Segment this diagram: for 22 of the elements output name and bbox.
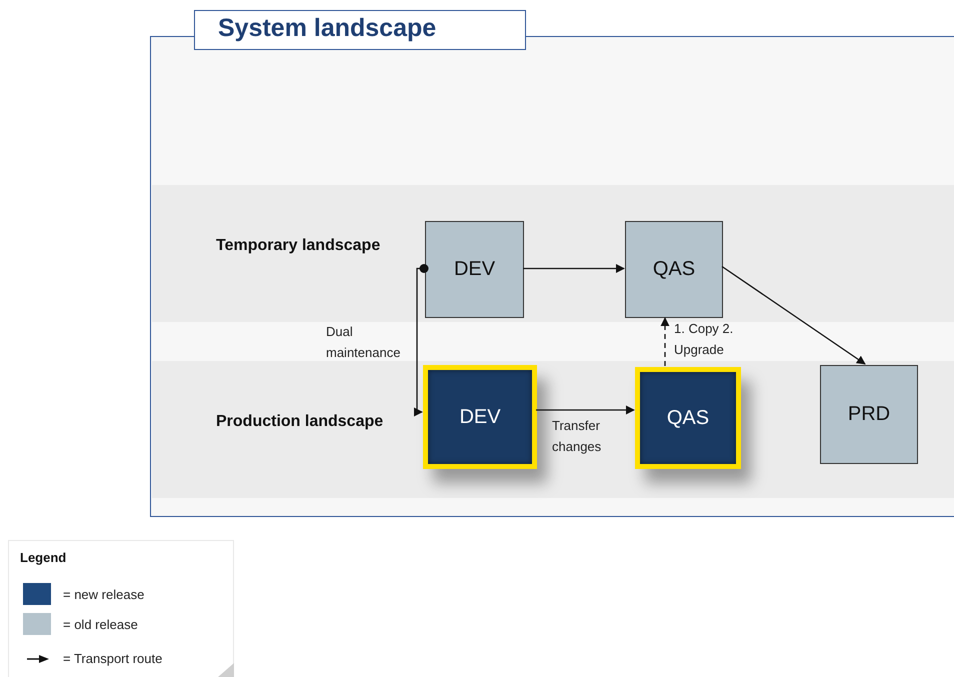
arrow xyxy=(536,406,635,414)
system-box: DEV xyxy=(425,221,524,318)
system-box: DEV xyxy=(423,365,537,469)
legend-text: = Transport route xyxy=(63,651,162,666)
system-box: PRD xyxy=(820,365,918,464)
system-box: QAS xyxy=(625,221,723,318)
arrow xyxy=(414,264,428,416)
landscape-band xyxy=(152,361,954,498)
legend-title: Legend xyxy=(20,550,66,565)
frame-title: System landscape xyxy=(194,10,526,50)
system-box: QAS xyxy=(635,367,741,469)
band-label: Production landscape xyxy=(216,413,384,431)
arrow xyxy=(660,317,670,366)
edge-label: Dual maintenance xyxy=(326,323,402,362)
legend-text: = new release xyxy=(63,586,144,602)
band-label: Temporary landscape xyxy=(216,237,380,255)
landscape-band xyxy=(152,185,954,322)
edge-label: 1. Copy 2. Upgrade xyxy=(674,320,734,359)
arrow xyxy=(722,266,866,365)
arrow xyxy=(523,264,625,273)
edge-label: Transfer changes xyxy=(552,417,602,456)
legend-text: = old release xyxy=(63,616,138,632)
